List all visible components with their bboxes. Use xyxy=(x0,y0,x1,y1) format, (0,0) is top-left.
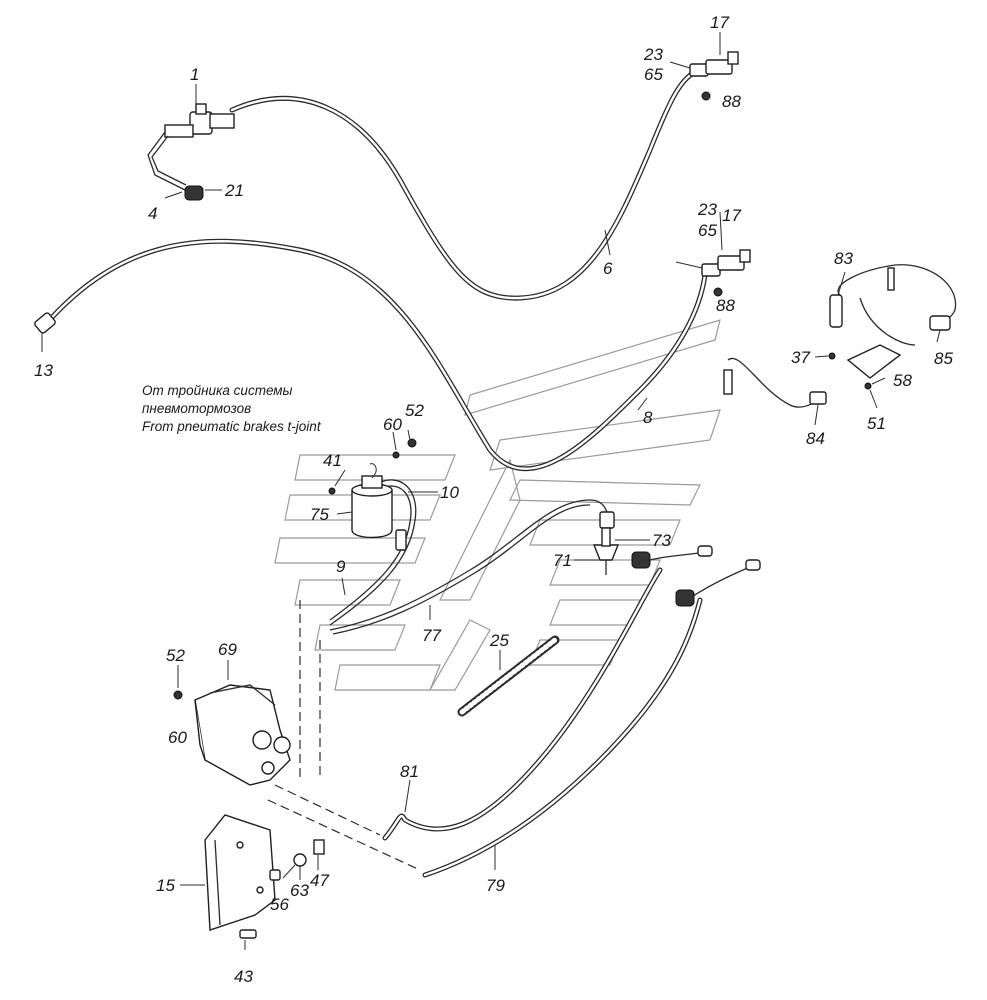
label-60-lower: 60 xyxy=(168,728,187,747)
fitting-top xyxy=(689,51,739,101)
label-60-upper: 60 xyxy=(383,415,402,434)
hose-81 xyxy=(382,567,663,841)
label-63: 63 xyxy=(290,881,309,900)
label-51: 51 xyxy=(867,414,886,433)
label-4: 4 xyxy=(148,204,157,223)
hose-79 xyxy=(422,597,703,878)
sleeve-25 xyxy=(457,635,560,717)
fitting-middle xyxy=(701,249,751,297)
label-65-top: 65 xyxy=(644,65,663,84)
label-41: 41 xyxy=(323,451,342,470)
filter-75 xyxy=(328,438,417,551)
label-84: 84 xyxy=(806,429,825,448)
label-8: 8 xyxy=(643,408,653,427)
label-71: 71 xyxy=(553,551,572,570)
label-17-top: 17 xyxy=(710,13,729,32)
label-9: 9 xyxy=(336,557,346,576)
label-56: 56 xyxy=(270,895,289,914)
label-52-lower: 52 xyxy=(166,646,185,665)
label-65-mid: 65 xyxy=(698,221,717,240)
label-81: 81 xyxy=(400,762,419,781)
label-85: 85 xyxy=(934,349,953,368)
valve-73 xyxy=(592,511,620,575)
label-58: 58 xyxy=(893,371,912,390)
hose-9 xyxy=(329,479,417,626)
label-1: 1 xyxy=(190,65,199,84)
note-line-en: From pneumatic brakes t-joint xyxy=(142,419,322,434)
hose-77 xyxy=(329,499,609,635)
leader-lines xyxy=(41,32,941,950)
valve-1 xyxy=(147,103,235,201)
label-37: 37 xyxy=(791,348,810,367)
label-69: 69 xyxy=(218,640,237,659)
modulator-69 xyxy=(173,684,291,786)
label-79: 79 xyxy=(486,876,505,895)
note-line-ru-2: пневмотормозов xyxy=(142,401,251,416)
note-line-ru-1: От тройника системы xyxy=(142,383,293,398)
hose-13-8 xyxy=(42,238,708,472)
label-17-mid: 17 xyxy=(722,206,741,225)
label-88-top: 88 xyxy=(722,92,741,111)
label-43: 43 xyxy=(234,967,253,986)
label-15: 15 xyxy=(156,876,175,895)
label-23-mid: 23 xyxy=(697,200,717,219)
sensor-83-85 xyxy=(828,264,957,390)
label-83: 83 xyxy=(834,249,853,268)
label-13: 13 xyxy=(34,361,53,380)
label-6: 6 xyxy=(603,259,613,278)
label-88-mid: 88 xyxy=(716,296,735,315)
label-21: 21 xyxy=(224,181,244,200)
part-labels: 1 4 21 6 13 17 23 65 88 23 17 65 88 8 83… xyxy=(34,13,953,986)
hose-6 xyxy=(229,69,698,301)
label-47: 47 xyxy=(310,871,329,890)
label-77: 77 xyxy=(422,626,441,645)
label-75: 75 xyxy=(310,505,329,524)
source-note: От тройника системы пневмотормозов From … xyxy=(142,383,322,434)
sensor-84 xyxy=(723,357,827,408)
label-73: 73 xyxy=(652,531,671,550)
bracket-15 xyxy=(204,814,325,939)
routing-dashes xyxy=(267,600,421,871)
label-25: 25 xyxy=(489,631,509,650)
harness-connectors xyxy=(631,545,761,607)
fitting-13 xyxy=(34,312,56,334)
label-10: 10 xyxy=(440,483,459,502)
label-52-upper: 52 xyxy=(405,401,424,420)
label-23-top: 23 xyxy=(643,45,663,64)
